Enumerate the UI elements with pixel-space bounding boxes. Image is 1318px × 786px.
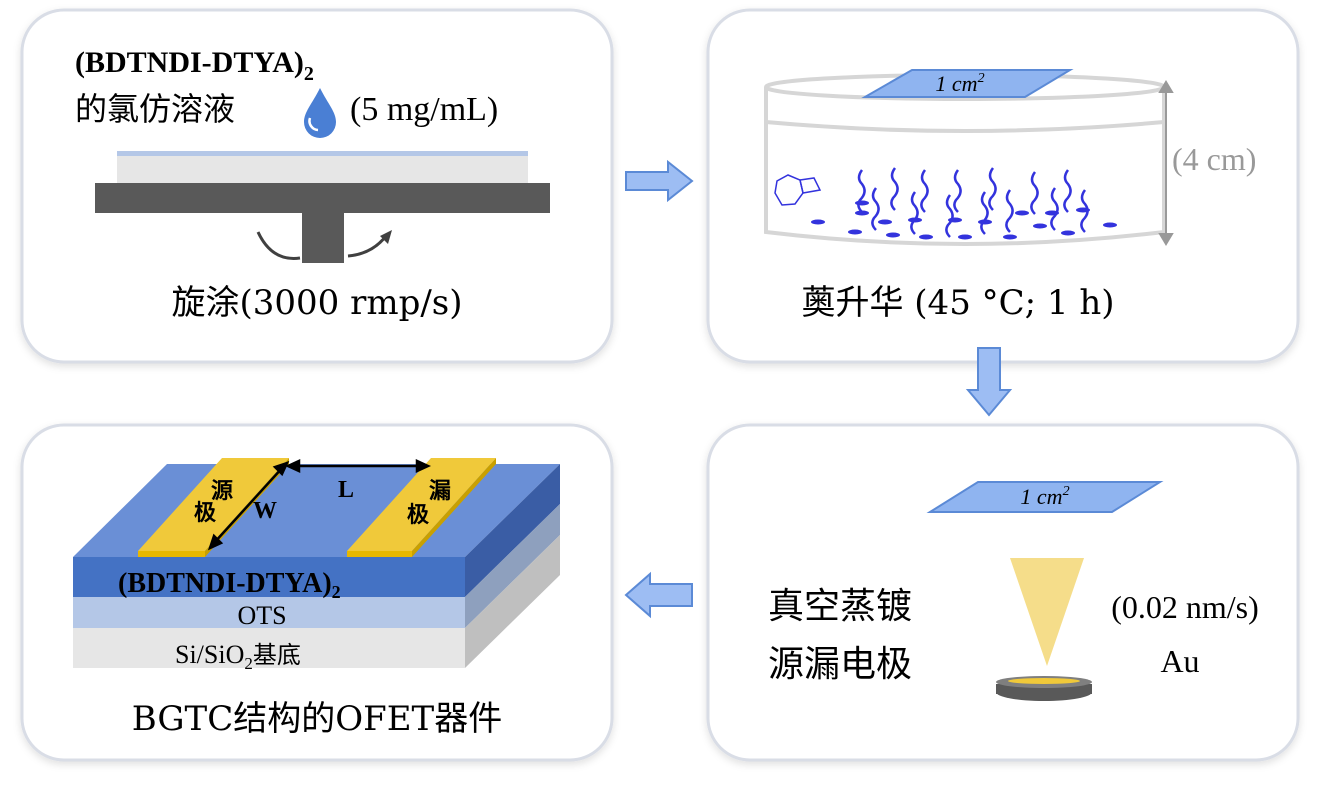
ots-label: OTS [237, 601, 286, 630]
source-electrode [138, 458, 289, 551]
molecule-chain [890, 167, 899, 211]
metal-label: Au [1160, 643, 1199, 679]
molecule-dot [948, 217, 962, 223]
substrate-layer [73, 628, 465, 668]
panel-spin-coating: (BDTNDI-DTYA)2 的氯仿溶液 (5 mg/mL) 旋涂(3000 r… [20, 8, 614, 364]
spin-caption: 旋涂(3000 rmp/s) [171, 283, 462, 323]
molecule-dot [1061, 230, 1075, 236]
device-caption: BGTC结构的OFET器件 [132, 699, 502, 739]
molecule-chain [980, 191, 989, 235]
molecule-dot [811, 219, 825, 225]
chip-size-label: 1 cm2 [935, 71, 984, 96]
evaporation-caption-line1: 真空蒸镀 [768, 586, 912, 627]
molecule-dot [978, 219, 992, 225]
drain-label-1: 漏 [429, 478, 451, 504]
azulene-molecules [811, 167, 1117, 240]
molecule-dot [1033, 223, 1047, 229]
molecule-dot [848, 229, 862, 235]
molecule-dot [1003, 234, 1017, 240]
molecule-chain [1080, 189, 1089, 233]
dimension-arrows-icon [207, 459, 432, 551]
substrate-chip [926, 481, 1164, 513]
drain-label-2: 极 [407, 502, 430, 528]
rotation-arrow-icon [256, 231, 301, 260]
film-layer [117, 151, 528, 156]
chip-size-label: 1 cm2 [1020, 484, 1069, 509]
molecule-chain [920, 169, 929, 213]
molecule-dot [1076, 207, 1090, 213]
material-label: (BDTNDI-DTYA)2 [75, 46, 314, 85]
molecule-dot [1103, 222, 1117, 228]
molecule-dot [908, 217, 922, 223]
azulene-molecule-icon [774, 174, 822, 206]
semiconductor-label: (BDTNDI-DTYA)2 [118, 568, 341, 602]
panel-device: 源 极 漏 极 W L (BDTNDI-DTYA)2 OTS Si/SiO2基底… [20, 423, 614, 762]
substrate-chip [861, 69, 1074, 98]
molecule-dot [958, 234, 972, 240]
molecule-dot [1045, 210, 1059, 216]
concentration-label: (5 mg/mL) [350, 91, 498, 128]
source-label-1: 源 [211, 478, 233, 504]
device-stack [73, 458, 560, 668]
molecule-chain [1050, 187, 1059, 231]
molecule-dot [878, 219, 892, 225]
molecule-dot [855, 200, 869, 206]
molecule-chain [857, 169, 866, 213]
arrow-left-icon [624, 571, 693, 619]
length-label: L [338, 477, 354, 503]
spin-chuck [95, 183, 550, 213]
vapor-beam [1010, 558, 1084, 666]
molecule-chain [988, 167, 997, 211]
width-label: W [253, 498, 277, 524]
substrate [117, 156, 528, 183]
substrate-label: Si/SiO2基底 [175, 640, 301, 673]
molecule-chain [1063, 169, 1072, 213]
molecule-chain [910, 191, 919, 235]
molecule-dot [855, 210, 869, 216]
panel-evaporation: 1 cm2 真空蒸镀 源漏电极 (0.02 nm/s) Au [706, 423, 1300, 762]
solution-label: 的氯仿溶液 [75, 90, 235, 128]
drain-electrode [347, 458, 496, 551]
molecule-chain [945, 194, 954, 238]
arrow-down-icon [965, 347, 1013, 417]
molecule-dot [886, 232, 900, 238]
deposition-rate: (0.02 nm/s) [1111, 589, 1259, 625]
height-arrow-icon [1158, 80, 1174, 246]
source-label-2: 极 [194, 500, 217, 526]
molecule-chain [871, 187, 880, 231]
arrow-right-icon [625, 159, 694, 203]
spin-shaft [302, 213, 344, 263]
sublimation-caption: 薁升华 (45 °C; 1 h) [801, 283, 1114, 323]
molecule-dot [919, 234, 933, 240]
panel-sublimation: 1 cm2 (4 cm) 薁升华 (45 °C; 1 h) [706, 8, 1300, 364]
height-label: (4 cm) [1172, 141, 1256, 177]
molecule-dot [1015, 210, 1029, 216]
ots-layer [73, 597, 465, 628]
molecule-chain [1030, 171, 1039, 215]
evaporation-caption-line2: 源漏电极 [768, 644, 912, 685]
molecule-chain [953, 169, 962, 213]
molecule-chain [1005, 189, 1014, 233]
semiconductor-layer [73, 557, 465, 597]
